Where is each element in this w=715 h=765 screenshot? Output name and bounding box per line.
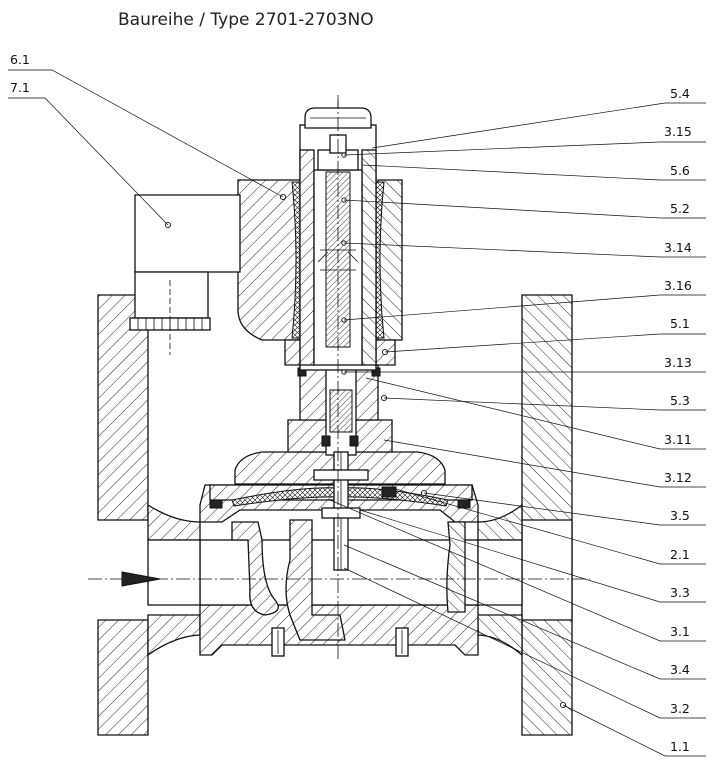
- label-3-15: 3.15: [664, 124, 692, 139]
- label-1-1: 1.1: [670, 739, 690, 754]
- label-5-1: 5.1: [670, 316, 690, 331]
- label-3-1: 3.1: [670, 624, 690, 639]
- label-3-3: 3.3: [670, 585, 690, 600]
- right-flange: [477, 294, 573, 736]
- flow-direction-arrow-icon: [121, 571, 161, 587]
- label-3-14: 3.14: [664, 240, 692, 255]
- valve-stem: [313, 451, 369, 571]
- label-3-4: 3.4: [670, 662, 690, 677]
- label-2-1: 2.1: [670, 547, 690, 562]
- label-3-13: 3.13: [664, 355, 692, 370]
- label-5-3: 5.3: [670, 393, 690, 408]
- label-3-16: 3.16: [664, 278, 692, 293]
- label-3-5: 3.5: [670, 508, 690, 523]
- label-5-4: 5.4: [670, 86, 690, 101]
- connector-plug: [129, 194, 241, 355]
- part-labels: 6.1 7.1 5.4 3.15 5.6 5.2 3.14 3.16 5.1 3…: [10, 52, 692, 754]
- label-3-2: 3.2: [670, 701, 690, 716]
- bonnet: [287, 364, 393, 456]
- drawing-title: Baureihe / Type 2701-2703NO: [118, 10, 374, 30]
- leader-lines: [8, 69, 706, 757]
- label-6-1: 6.1: [10, 52, 30, 67]
- label-3-12: 3.12: [664, 470, 692, 485]
- label-7-1: 7.1: [10, 80, 30, 95]
- left-flange: [97, 294, 201, 736]
- label-5-2: 5.2: [670, 201, 690, 216]
- label-5-6: 5.6: [670, 163, 690, 178]
- label-3-11: 3.11: [664, 432, 692, 447]
